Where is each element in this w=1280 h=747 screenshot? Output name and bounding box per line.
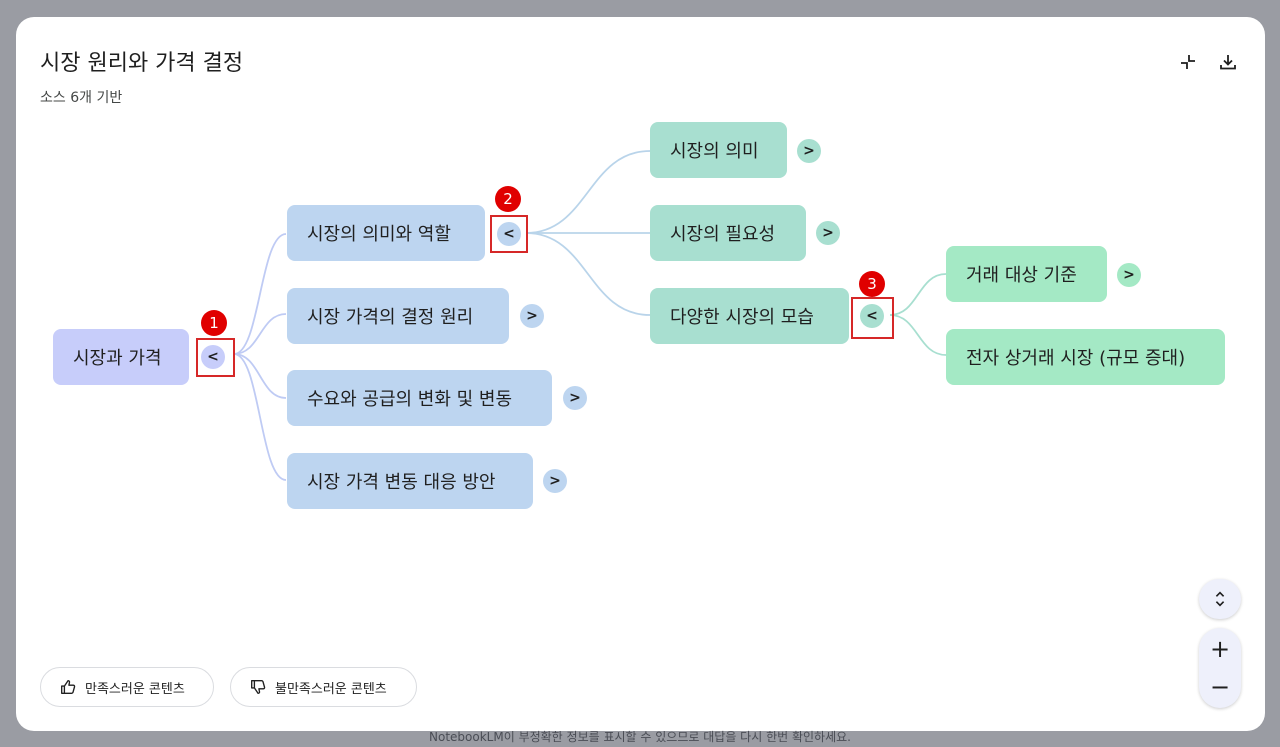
toggle-l1-3[interactable]: > [563, 386, 587, 410]
toggle-l2-2[interactable]: > [816, 221, 840, 245]
highlight-box-2 [490, 215, 528, 253]
edge-l1-l2-1 [525, 150, 651, 234]
node-l3-1[interactable]: 거래 대상 기준 [946, 246, 1107, 302]
download-button[interactable] [1213, 47, 1243, 77]
toggle-l1-4[interactable]: > [543, 469, 567, 493]
toggle-root[interactable]: < [201, 345, 225, 369]
toggle-l2-3[interactable]: < [860, 304, 884, 328]
edge-l2-l3-1 [889, 273, 947, 316]
unfold-icon [1215, 591, 1225, 607]
zoom-controls: + − [1199, 628, 1241, 708]
edge-l2-l3-2 [889, 314, 947, 356]
source-count: 소스 6개 기반 [40, 90, 123, 106]
node-l2-2[interactable]: 시장의 필요성 [650, 205, 806, 261]
mindmap-dialog: 시장 원리와 가격 결정 소스 6개 기반 시장과 가격 < 시장의 의미와 역… [16, 17, 1265, 731]
download-icon [1220, 55, 1236, 70]
highlight-box-3 [851, 297, 894, 339]
disclaimer-text: NotebookLM이 부정확한 정보를 표시할 수 있으므로 대답을 다시 한… [429, 730, 851, 744]
node-l2-1[interactable]: 시장의 의미 [650, 122, 787, 178]
edge-root-l1-1 [233, 233, 287, 355]
node-l1-2[interactable]: 시장 가격의 결정 원리 [287, 288, 509, 344]
edge-l1-l2-3 [525, 232, 651, 316]
edge-root-l1-4 [233, 353, 287, 481]
thumb-down-icon [251, 680, 266, 694]
zoom-out-button[interactable]: − [1209, 673, 1231, 701]
node-l2-3[interactable]: 다양한 시장의 모습 [650, 288, 849, 344]
annotation-badge-2: 2 [495, 186, 521, 212]
toggle-l3-1[interactable]: > [1117, 263, 1141, 287]
node-l1-1[interactable]: 시장의 의미와 역할 [287, 205, 485, 261]
page-title: 시장 원리와 가격 결정 [40, 51, 244, 76]
collapse-button[interactable] [1173, 47, 1203, 77]
annotation-badge-1: 1 [201, 310, 227, 336]
node-l1-3[interactable]: 수요와 공급의 변화 및 변동 [287, 370, 552, 426]
dislike-label: 불만족스러운 콘텐츠 [275, 681, 387, 697]
toggle-l1-1[interactable]: < [497, 222, 521, 246]
node-root[interactable]: 시장과 가격 [53, 329, 189, 385]
like-label: 만족스러운 콘텐츠 [85, 681, 185, 697]
dislike-button[interactable]: 불만족스러운 콘텐츠 [230, 667, 417, 707]
node-l3-2[interactable]: 전자 상거래 시장 (규모 증대) [946, 329, 1225, 385]
thumb-up-icon [61, 680, 76, 694]
collapse-icon [1181, 55, 1195, 69]
edge-root-l1-2 [233, 313, 287, 355]
connector-lines [233, 150, 947, 481]
node-l1-4[interactable]: 시장 가격 변동 대응 방안 [287, 453, 533, 509]
toggle-l2-1[interactable]: > [797, 139, 821, 163]
highlight-box-1 [196, 338, 235, 377]
expand-collapse-button[interactable] [1199, 579, 1241, 619]
edge-root-l1-3 [233, 353, 287, 399]
annotation-badge-3: 3 [859, 271, 885, 297]
zoom-in-button[interactable]: + [1209, 635, 1231, 663]
like-button[interactable]: 만족스러운 콘텐츠 [40, 667, 214, 707]
toggle-l1-2[interactable]: > [520, 304, 544, 328]
